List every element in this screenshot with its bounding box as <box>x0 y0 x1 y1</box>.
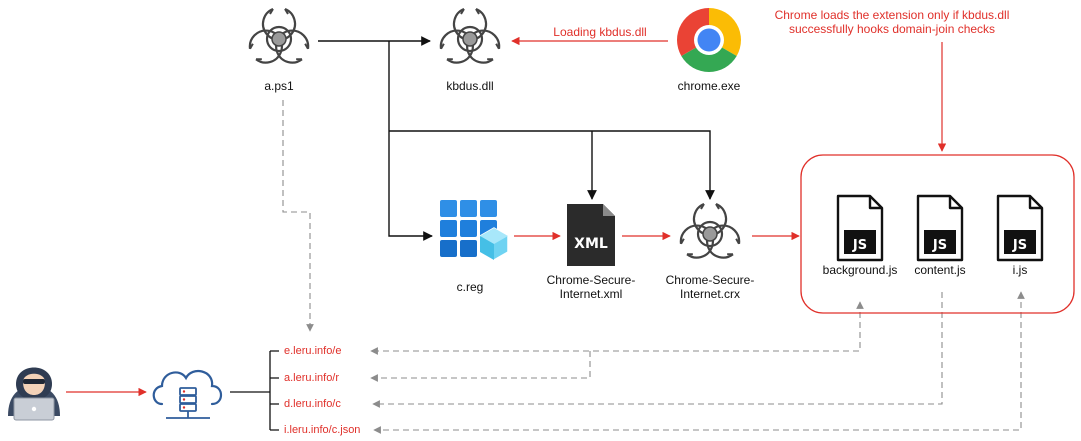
url-i: i.leru.info/c.json <box>284 424 361 436</box>
a-ps1-label: a.ps1 <box>264 79 294 93</box>
js-icon-text: JS <box>1012 238 1027 253</box>
c-reg-label: c.reg <box>456 280 484 294</box>
edge-aps1-creg <box>388 41 433 241</box>
edge-background-url-a <box>370 351 591 382</box>
hacker-icon <box>8 367 60 421</box>
crx-label-line1: Chrome-Secure- <box>665 273 755 287</box>
edge-background-url-e <box>370 301 864 355</box>
chrome-note-line1: Chrome loads the extension only if kbdus… <box>774 8 1010 22</box>
chrome-icon <box>677 8 741 72</box>
registry-icon <box>440 200 509 261</box>
content-js-label: content.js <box>914 263 966 277</box>
edge-server-urls <box>230 350 279 431</box>
js-file-icon: JS <box>996 194 1044 262</box>
js-file-icon: JS <box>836 194 884 262</box>
extension-group-box <box>800 154 1075 314</box>
i-js-label: i.js <box>1012 263 1028 277</box>
xml-label-line2: Internet.xml <box>559 287 623 301</box>
edge-ijs-url-i <box>373 291 1025 434</box>
crx-label-line2: Internet.crx <box>679 287 741 301</box>
background-js-label: background.js <box>822 263 898 277</box>
xml-icon-text: XML <box>574 236 608 252</box>
url-e: e.leru.info/e <box>284 345 342 357</box>
chrome-exe-label: chrome.exe <box>677 79 741 93</box>
cloud-server-icon <box>152 369 223 419</box>
js-icon-text: JS <box>932 238 947 253</box>
biohazard-icon <box>243 7 315 69</box>
xml-file-icon: XML <box>567 204 615 266</box>
kbdus-dll-label: kbdus.dll <box>446 79 494 93</box>
edge-aps1-url-e <box>282 100 314 332</box>
url-d: d.leru.info/c <box>284 398 341 410</box>
chrome-note-line2: successfully hooks domain-join checks <box>788 22 996 36</box>
xml-label-line1: Chrome-Secure- <box>546 273 636 287</box>
url-a: a.leru.info/r <box>284 372 340 384</box>
biohazard-icon <box>434 7 506 69</box>
js-file-icon: JS <box>916 194 964 262</box>
js-icon-text: JS <box>852 238 867 253</box>
loading-annotation: Loading kbdus.dll <box>553 25 647 39</box>
edge-content-url-d <box>372 292 943 408</box>
biohazard-icon <box>674 202 746 264</box>
edge-aps1-crx <box>389 130 715 200</box>
